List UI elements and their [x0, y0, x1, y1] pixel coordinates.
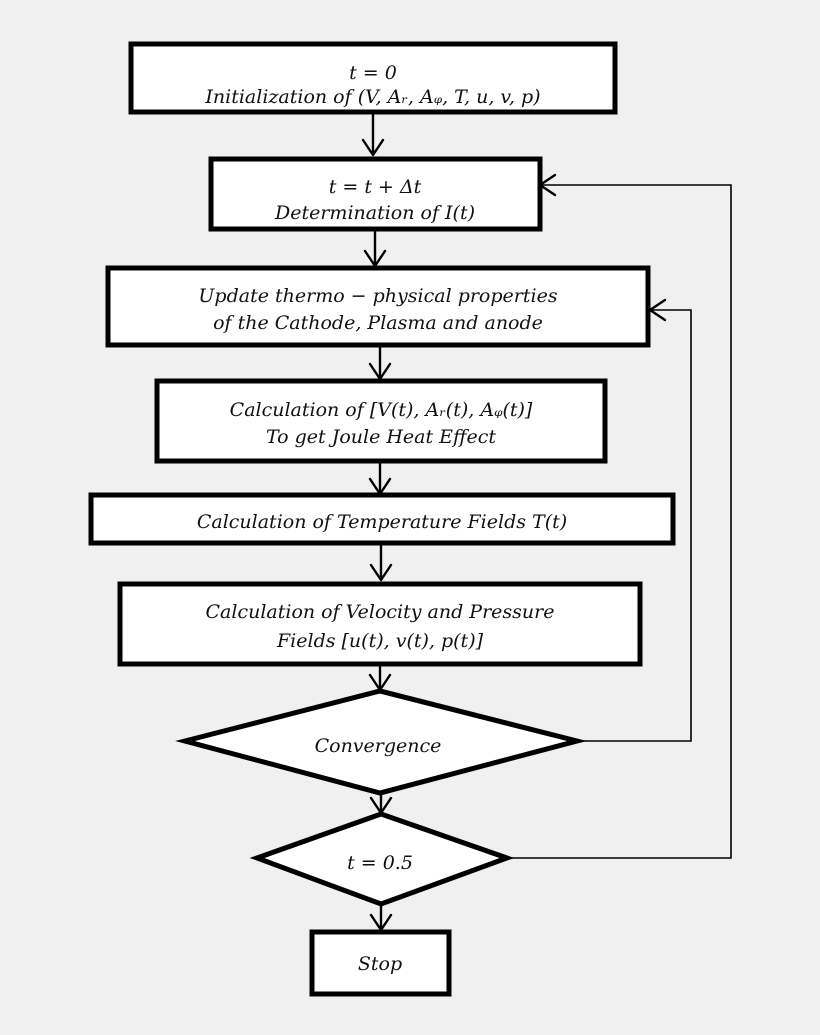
velocity-pressure-box: Calculation of Velocity and Pressure Fie…	[117, 581, 643, 667]
velocity-pressure-line2: Fields [u(t), v(t), p(t)]	[276, 630, 484, 652]
timestep-label-line2: Determination of I(t)	[274, 202, 475, 224]
arrowhead-temp-to-vel	[369, 563, 393, 582]
update-properties-line2: of the Cathode, Plasma and anode	[213, 312, 543, 334]
update-properties-line1: Update thermo − physical properties	[198, 285, 557, 307]
convergence-decision: Convergence	[175, 688, 587, 796]
timestep-box: t = t + Δt Determination of I(t)	[208, 156, 543, 232]
timestep-label-line1: t = t + Δt	[329, 176, 422, 198]
loop-convergence-to-update	[577, 309, 692, 742]
stop-box: Stop	[309, 929, 452, 997]
joule-calculation-line2: To get Joule Heat Effect	[266, 426, 496, 448]
convergence-label: Convergence	[315, 735, 442, 757]
time-check-decision: t = 0.5	[249, 811, 515, 907]
arrowhead-init-to-timestep	[361, 138, 385, 157]
init-box: t = 0 Initialization of (V, Aᵣ, Aᵩ, T, u…	[128, 41, 618, 115]
temperature-calculation-box: Calculation of Temperature Fields T(t)	[88, 492, 676, 546]
temperature-calculation-line1: Calculation of Temperature Fields T(t)	[197, 511, 567, 533]
velocity-pressure-line1: Calculation of Velocity and Pressure	[206, 601, 555, 623]
init-label-line2: Initialization of (V, Aᵣ, Aᵩ, T, u, v, p…	[204, 86, 540, 108]
update-properties-box: Update thermo − physical properties of t…	[105, 265, 651, 348]
joule-calculation-line1: Calculation of [V(t), Aᵣ(t), Aᵩ(t)]	[230, 399, 533, 421]
init-label-line1: t = 0	[349, 62, 397, 84]
joule-calculation-box: Calculation of [V(t), Aᵣ(t), Aᵩ(t)] To g…	[154, 378, 608, 464]
loop-timecheck-to-timestep	[507, 184, 732, 859]
time-check-label: t = 0.5	[347, 852, 413, 874]
stop-label: Stop	[358, 953, 402, 975]
